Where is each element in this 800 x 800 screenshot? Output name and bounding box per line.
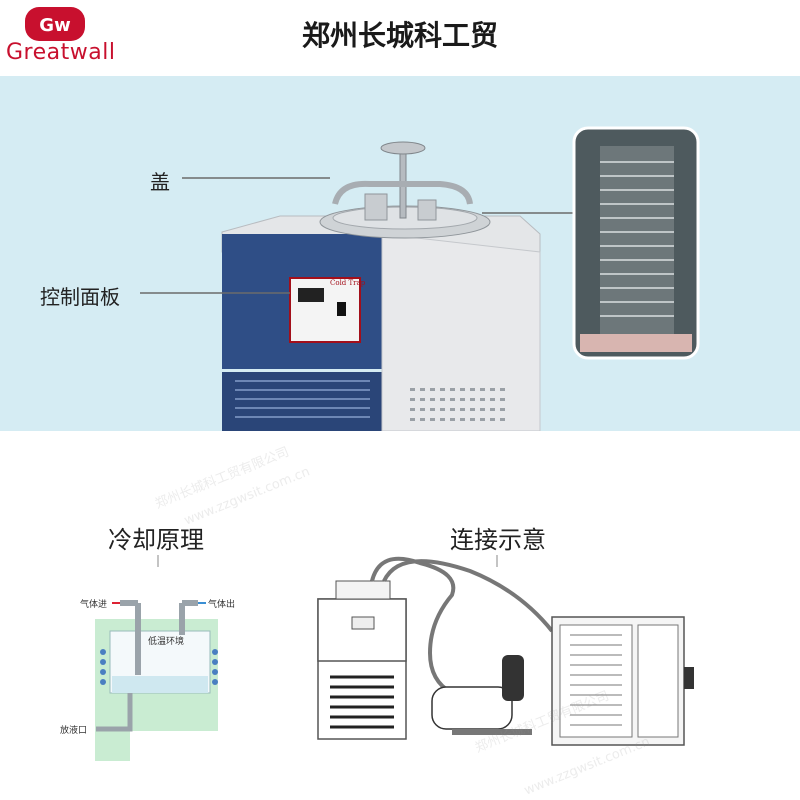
connection-diagram-title: 连接示意	[450, 526, 546, 554]
cold-trap-illustration	[140, 126, 700, 431]
logo-icon: Gw	[24, 6, 86, 42]
control-panel-label: 控制面板	[40, 285, 120, 309]
cooling-principle-title: 冷却原理	[108, 526, 204, 554]
product-photo-panel: 盖 控制面板 Cold Trap	[0, 76, 800, 431]
page-title: 郑州长城科工贸	[301, 19, 498, 52]
drain-label: 放液口	[60, 726, 88, 736]
diagram-section: 冷却原理 连接示意 气体进 气体出 低温环境 放液口	[0, 431, 800, 800]
low-temp-label: 低温环境	[148, 637, 185, 647]
cooling-principle-diagram	[95, 555, 498, 761]
gas-out-label: 气体出	[208, 600, 236, 610]
gas-in-label: 气体进	[80, 600, 108, 610]
header: Gw Greatwall 郑州长城科工贸	[0, 0, 800, 76]
connection-diagram	[317, 556, 694, 746]
lid-label: 盖	[150, 170, 170, 194]
panel-badge: Cold Trap	[330, 279, 366, 287]
svg-text:Gw: Gw	[39, 15, 70, 36]
logo-text: Greatwall	[6, 40, 116, 65]
